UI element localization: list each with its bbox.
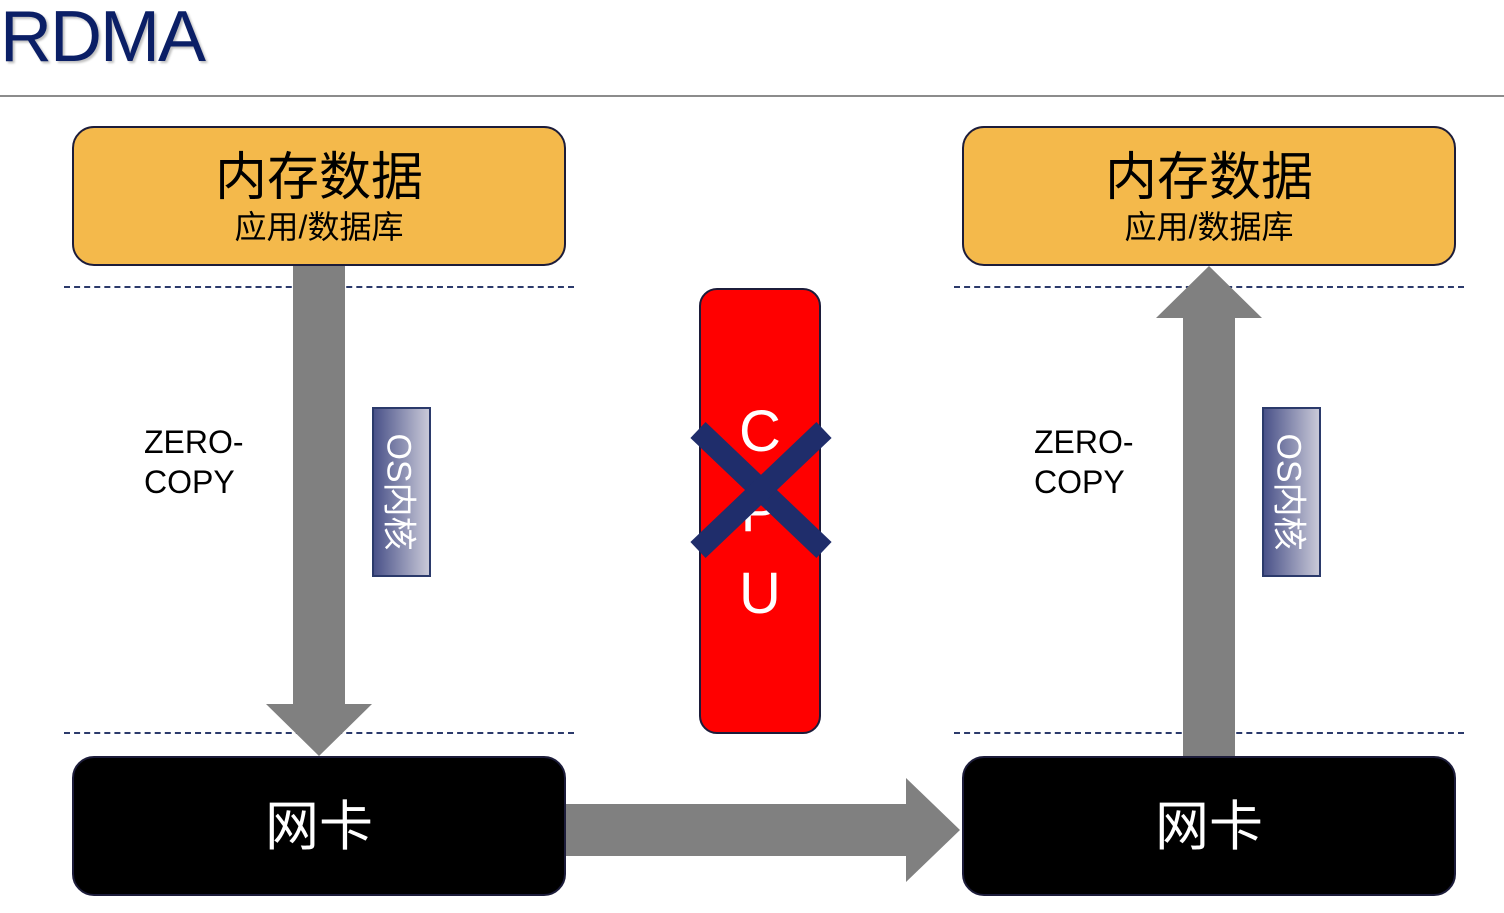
horizontal-arrow (566, 778, 960, 882)
left-memory-box: 内存数据 应用/数据库 (72, 126, 566, 266)
left-os-kernel-label: OS内核 (379, 433, 417, 551)
left-os-kernel-box: OS内核 (372, 407, 431, 577)
left-memory-sub-label: 应用/数据库 (234, 209, 404, 245)
right-nic-label: 网卡 (1155, 797, 1263, 857)
right-memory-box: 内存数据 应用/数据库 (962, 126, 1456, 266)
cpu-box (699, 288, 821, 734)
left-memory-main-label: 内存数据 (214, 149, 423, 207)
cross-icon (690, 422, 832, 558)
cpu-letter-u: U (739, 561, 781, 626)
left-zero-copy-label: ZERO- COPY (144, 424, 244, 500)
left-nic-label: 网卡 (265, 797, 373, 857)
right-memory-main-label: 内存数据 (1104, 149, 1313, 207)
cpu-letter-c: C (739, 399, 781, 464)
right-nic-box: 网卡 (962, 756, 1456, 896)
right-os-kernel-label: OS内核 (1269, 433, 1307, 551)
right-memory-sub-label: 应用/数据库 (1124, 209, 1294, 245)
right-zero-copy-label: ZERO- COPY (1034, 424, 1134, 500)
right-os-kernel-box: OS内核 (1262, 407, 1321, 577)
left-down-arrow (266, 266, 372, 756)
slide-title: RDMA (0, 0, 206, 77)
title-divider (0, 95, 1504, 97)
left-nic-box: 网卡 (72, 756, 566, 896)
right-up-arrow (1156, 266, 1262, 756)
